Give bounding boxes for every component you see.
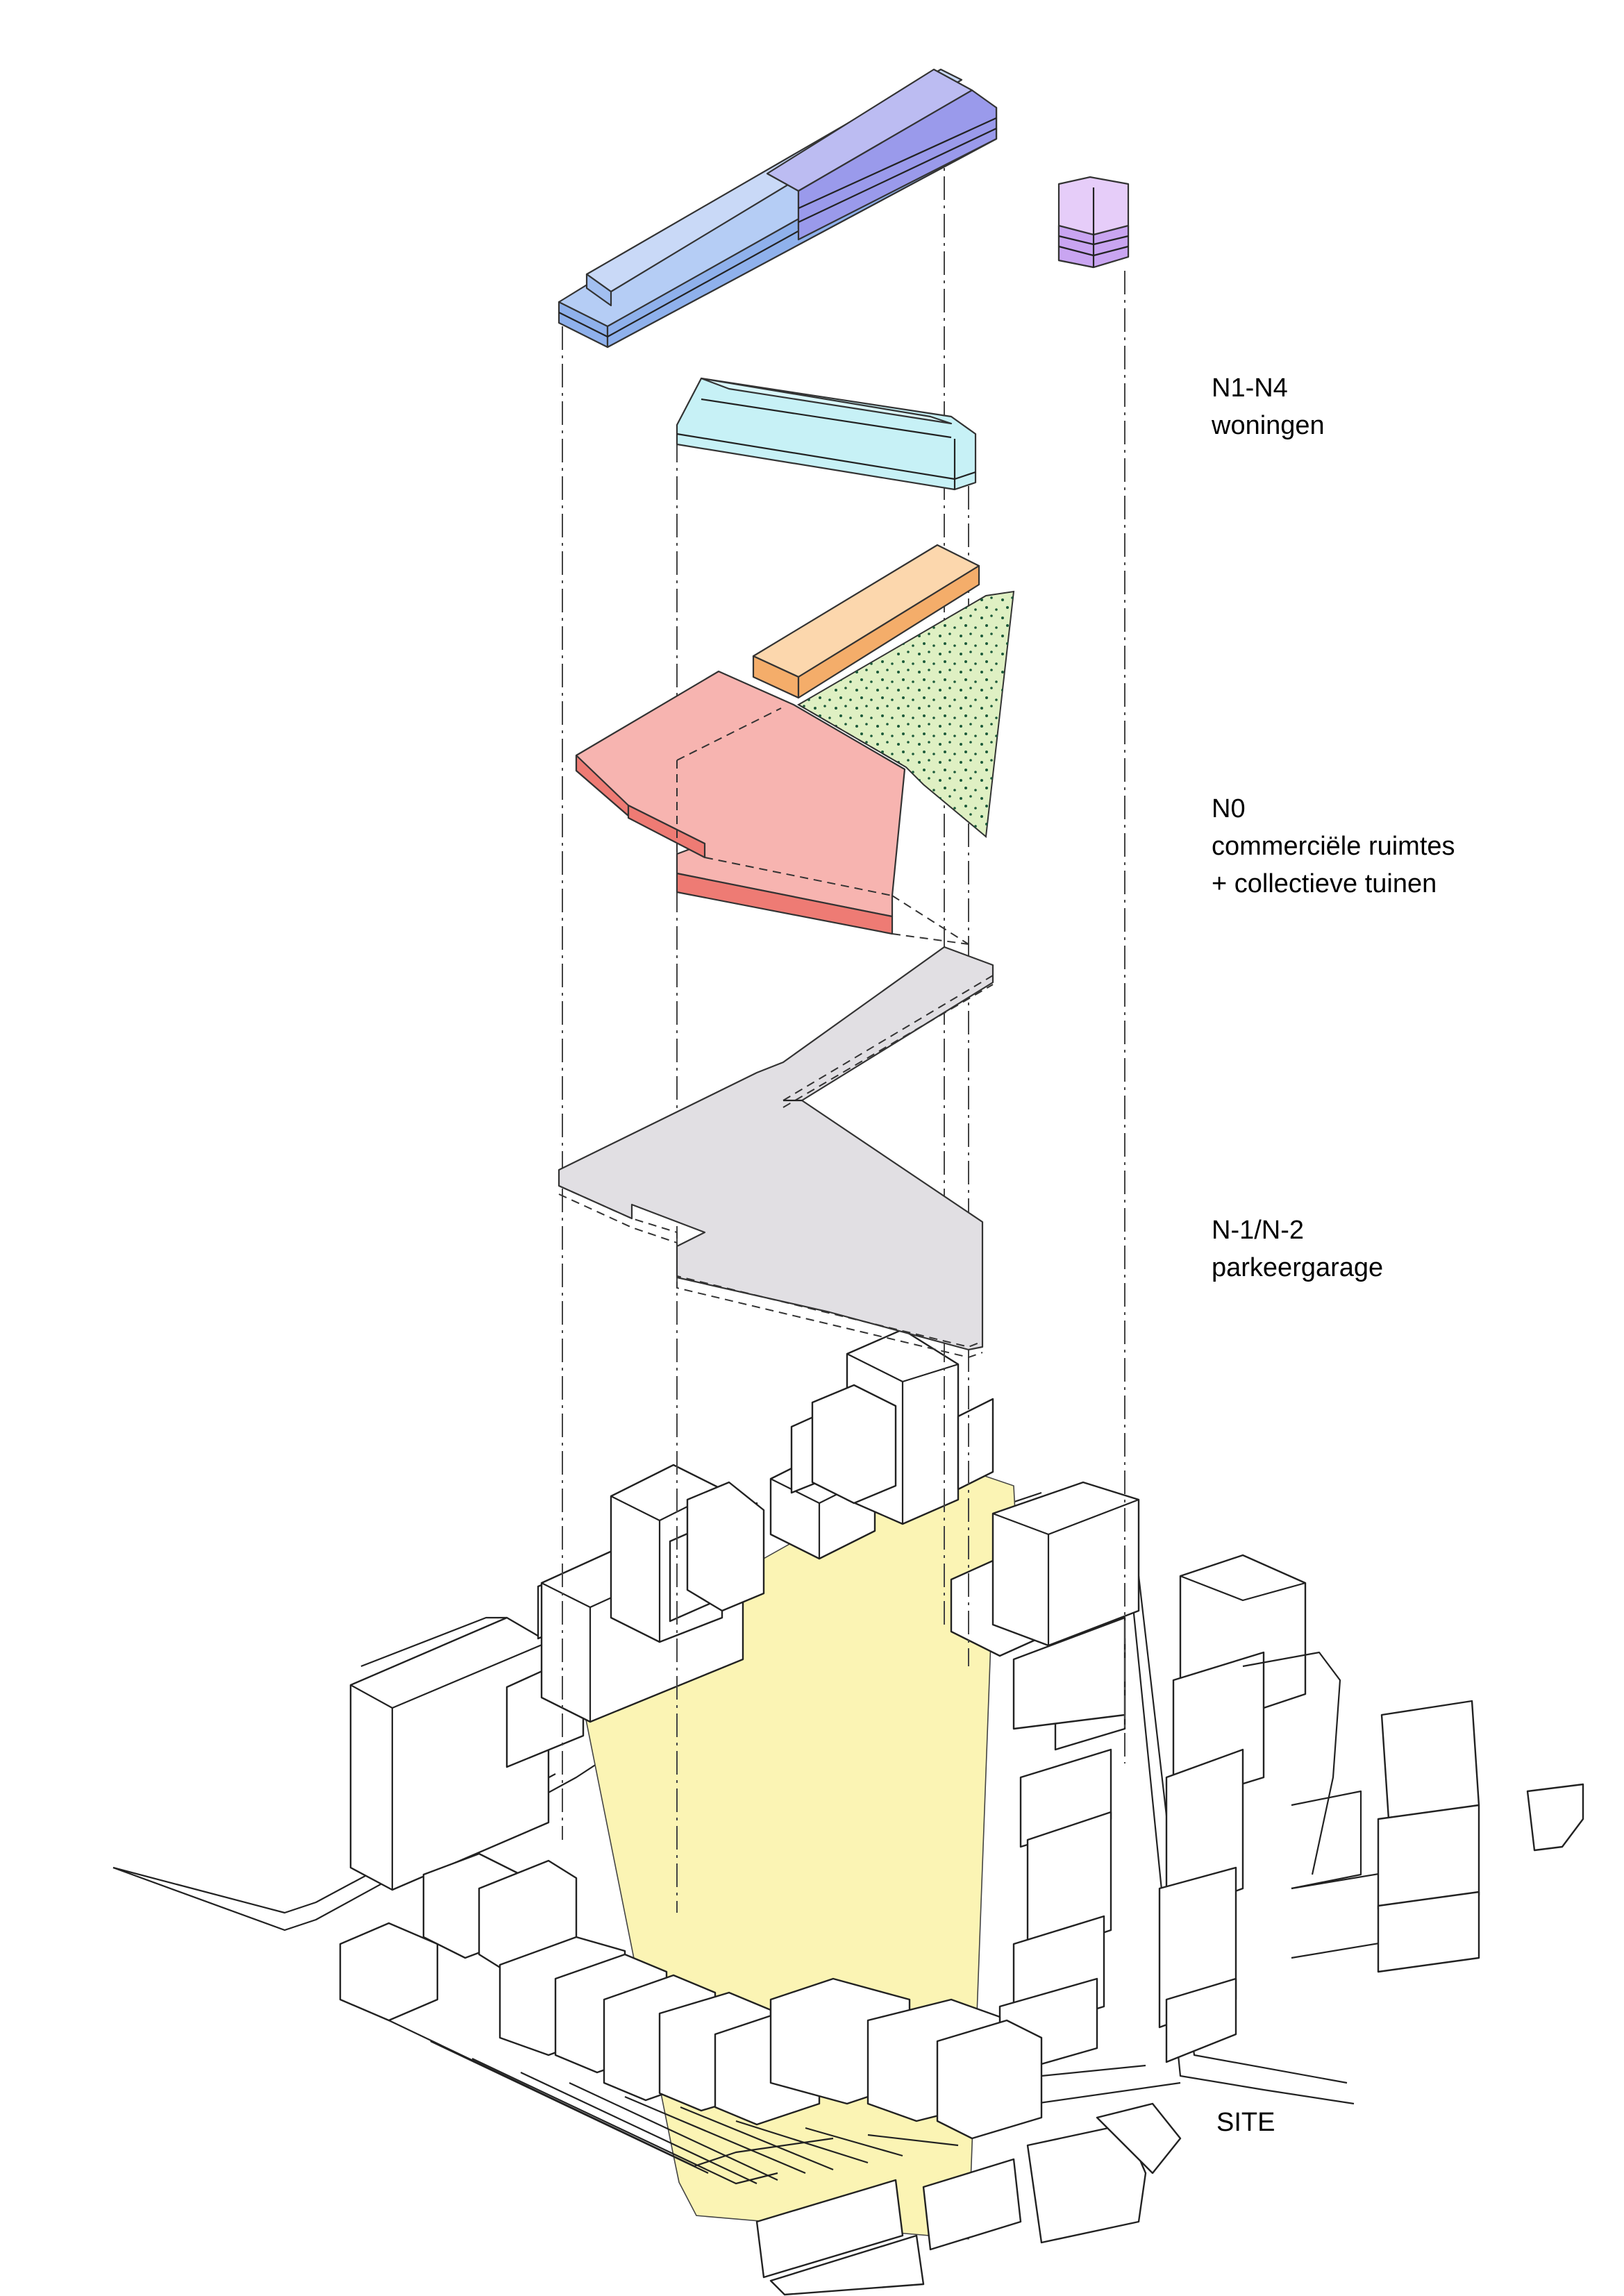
parking-label: N-1/N-2 parkeergarage — [1212, 1212, 1383, 1287]
ground-level-text: N0 — [1212, 794, 1246, 823]
parking-slab — [558, 946, 994, 1351]
site-label-text: SITE — [1216, 2108, 1275, 2137]
ground-desc1-text: commerciële ruimtes — [1212, 832, 1455, 861]
ground-label: N0 commerciële ruimtes + collectieve tui… — [1212, 790, 1455, 903]
ground-desc2-text: + collectieve tuinen — [1212, 869, 1437, 898]
ground-level — [575, 544, 1015, 945]
parking-level-text: N-1/N-2 — [1212, 1216, 1305, 1245]
housing-levels — [558, 68, 1130, 491]
housing-desc-text: woningen — [1212, 411, 1325, 440]
parking-desc-text: parkeergarage — [1212, 1253, 1384, 1282]
site-label: SITE — [1216, 2104, 1275, 2141]
site-context — [112, 1328, 1584, 2296]
housing-level-text: N1-N4 — [1212, 374, 1288, 403]
housing-label: N1-N4 woningen — [1212, 369, 1325, 444]
parking-level — [558, 946, 994, 1359]
